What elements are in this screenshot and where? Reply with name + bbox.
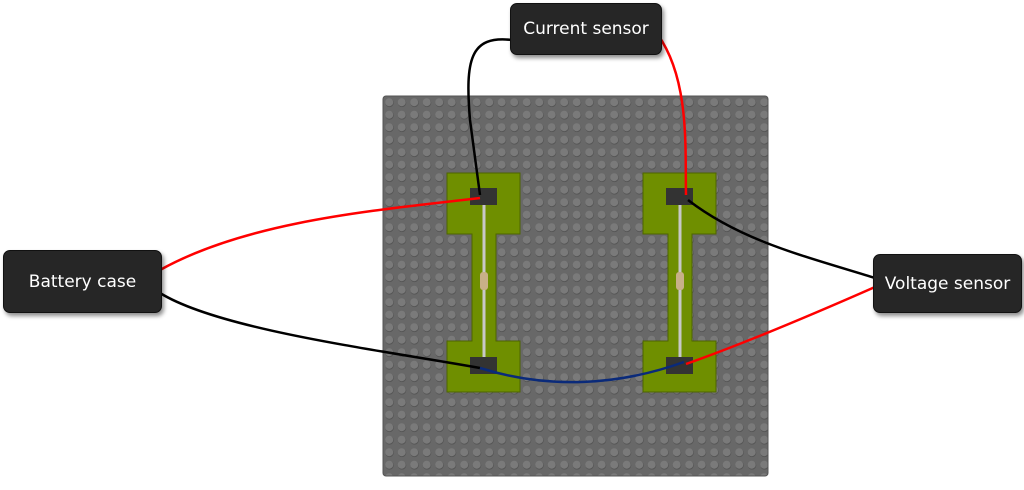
wire-bridge-blue <box>479 360 685 384</box>
wire-voltage-red <box>685 285 876 366</box>
wire-battery-black <box>159 291 481 370</box>
current-sensor-label: Current sensor <box>510 3 662 55</box>
wires <box>159 34 876 384</box>
wire-current-black <box>467 38 513 196</box>
voltage-sensor-label: Voltage sensor <box>873 254 1022 313</box>
wire-battery-red <box>159 196 481 272</box>
wire-voltage-black <box>687 199 876 280</box>
sample-board-left <box>446 172 521 393</box>
resistor <box>676 272 684 290</box>
wire-current-red <box>656 34 688 196</box>
battery-case-label: Battery case <box>3 250 162 313</box>
baseplate <box>382 95 769 477</box>
resistor <box>480 272 488 290</box>
